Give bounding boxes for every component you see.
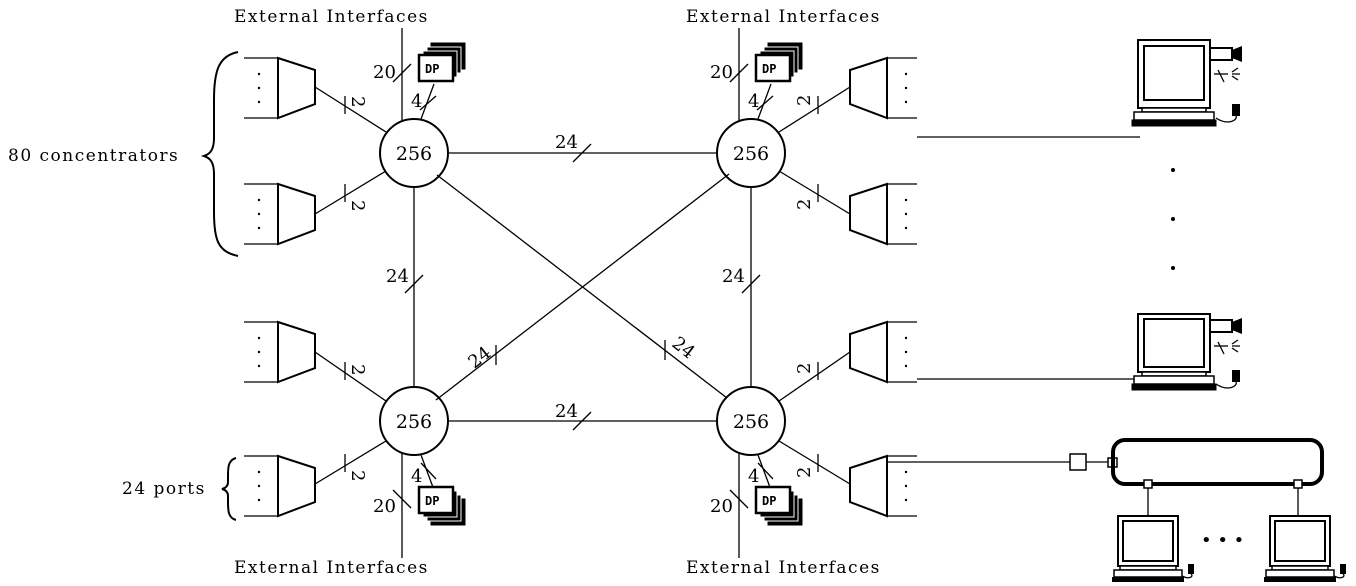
switch-node-tl: 256 bbox=[379, 118, 449, 188]
dp-count-bl: 4 bbox=[411, 466, 422, 487]
workstation-icon bbox=[1131, 313, 1242, 391]
link-diag-a-count: 24 bbox=[464, 342, 495, 373]
external-interfaces-label: External Interfaces bbox=[234, 558, 429, 578]
svg-text:256: 256 bbox=[733, 411, 769, 433]
dp-stack-br: DP bbox=[754, 485, 803, 526]
link-right-count: 24 bbox=[722, 266, 745, 287]
link-diag-b-count: 24 bbox=[668, 333, 699, 364]
concentrators-brace bbox=[200, 51, 239, 257]
conc-count: 2 bbox=[347, 96, 368, 107]
conc-count: 2 bbox=[347, 364, 368, 375]
concentrator bbox=[244, 320, 316, 384]
workstation-icon bbox=[1112, 515, 1194, 582]
ext-count-tr: 20 bbox=[710, 62, 733, 83]
dp-count-tr: 4 bbox=[748, 91, 759, 112]
lan-ellipsis: • • • bbox=[1201, 530, 1244, 551]
external-lines: 20 20 20 20 bbox=[373, 28, 749, 558]
concentrator bbox=[849, 56, 917, 120]
conc-count: 2 bbox=[794, 95, 815, 106]
conc-count: 2 bbox=[347, 200, 368, 211]
dp-label: DP bbox=[425, 494, 439, 508]
conc-count: 2 bbox=[794, 467, 815, 478]
concentrator bbox=[244, 454, 316, 518]
concentrator bbox=[849, 182, 917, 246]
svg-text:256: 256 bbox=[396, 411, 432, 433]
dp-stack-tl: DP bbox=[417, 42, 466, 83]
dp-count-tl: 4 bbox=[411, 91, 422, 112]
svg-text:256: 256 bbox=[396, 143, 432, 165]
dp-stack-tr: DP bbox=[754, 42, 803, 83]
concentrator-links: 2 2 2 2 2 2 2 2 bbox=[314, 86, 851, 485]
link-left-count: 24 bbox=[386, 266, 409, 287]
concentrators-right bbox=[849, 56, 917, 518]
concentrator bbox=[849, 320, 917, 384]
dp-count-br: 4 bbox=[748, 466, 759, 487]
switch-node-bl: 256 bbox=[379, 386, 449, 456]
switch-node-tr: 256 bbox=[716, 118, 786, 188]
concentrators-left bbox=[244, 56, 316, 518]
ports-label: 24 ports bbox=[122, 479, 206, 499]
conc-count: 2 bbox=[794, 199, 815, 210]
conc-count: 2 bbox=[794, 363, 815, 374]
link-diag-b bbox=[436, 174, 728, 399]
concentrator bbox=[849, 454, 917, 518]
dp-label: DP bbox=[425, 62, 439, 76]
workstation-icon bbox=[1264, 515, 1346, 582]
ext-count-tl: 20 bbox=[373, 62, 396, 83]
concentrator bbox=[244, 56, 316, 120]
concentrator bbox=[244, 182, 316, 246]
dp-links: 4 4 4 4 bbox=[411, 83, 774, 491]
dp-label: DP bbox=[762, 62, 776, 76]
switch-node-br: 256 bbox=[716, 386, 786, 456]
dp-label: DP bbox=[762, 494, 776, 508]
ports-brace bbox=[221, 457, 237, 521]
lan-segment bbox=[1069, 438, 1324, 516]
workstation-icon bbox=[1131, 39, 1242, 127]
svg-text:256: 256 bbox=[733, 143, 769, 165]
concentrators-label: 80 concentrators bbox=[8, 146, 179, 166]
link-bottom-count: 24 bbox=[555, 401, 578, 422]
link-top-count: 24 bbox=[555, 132, 578, 153]
trunk-links: 24 24 24 24 24 24 bbox=[386, 132, 761, 431]
external-interfaces-label: External Interfaces bbox=[686, 7, 881, 27]
ext-count-br: 20 bbox=[710, 496, 733, 517]
dp-stack-bl: DP bbox=[417, 485, 466, 526]
conc-count: 2 bbox=[347, 470, 368, 481]
external-interfaces-label: External Interfaces bbox=[686, 558, 881, 578]
ext-count-bl: 20 bbox=[373, 496, 396, 517]
external-interfaces-label: External Interfaces bbox=[234, 7, 429, 27]
